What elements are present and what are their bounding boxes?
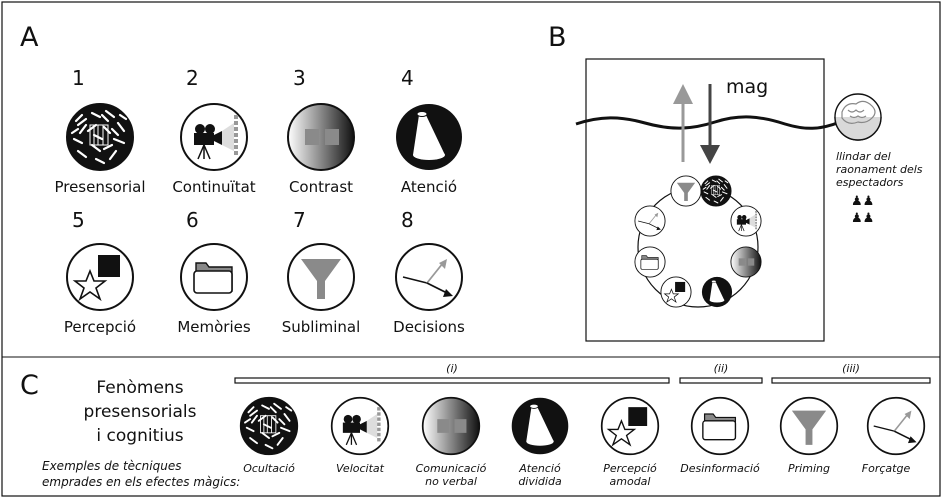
threshold-wave — [575, 115, 841, 130]
technique-1: Ocultació — [214, 462, 324, 475]
examples-caption: Exemples de tècniques emprades en els ef… — [42, 458, 240, 490]
technique-7-line-1: Priming — [788, 462, 830, 475]
bracket-iii — [771, 377, 931, 384]
desinformacio-icon — [690, 396, 750, 456]
ring-atencio-icon — [701, 276, 733, 308]
technique-4: Atenció dividida — [485, 462, 595, 488]
group-ii-label: (ii) — [713, 362, 729, 375]
item-7-label: Subliminal — [281, 318, 361, 336]
threshold-label: llindar del raonament dels espectadors — [836, 150, 923, 189]
heading-line-3: i cognitius — [96, 426, 184, 446]
technique-6-line-1: Desinformació — [680, 462, 760, 475]
threshold-line-3: espectadors — [836, 176, 904, 189]
technique-5-line-1: Percepció — [603, 462, 657, 475]
priming-icon — [779, 396, 839, 456]
technique-5: Percepció amodal — [575, 462, 685, 488]
item-8-label: Decisions — [393, 318, 465, 336]
memories-icon — [180, 243, 248, 311]
panel-b-letter: B — [548, 22, 567, 53]
technique-8: Forçatge — [831, 462, 941, 475]
contrast-icon — [287, 103, 355, 171]
subliminal-icon — [287, 243, 355, 311]
panel-c-icons — [239, 396, 926, 456]
atencio-icon — [395, 103, 463, 171]
item-2-label: Continuïtat — [172, 178, 256, 196]
technique-3: Comunicació no verbal — [396, 462, 506, 488]
ring-decisions-icon — [634, 205, 666, 237]
technique-2-line-1: Velocitat — [336, 462, 384, 475]
item-6-label: Memòries — [177, 318, 251, 336]
ring-subliminal-icon — [670, 175, 702, 207]
examples-line-1: Exemples de tècniques — [42, 459, 182, 473]
panel-a-icons — [65, 102, 463, 311]
technique-3-line-1: Comunicació — [415, 462, 487, 475]
ring-memories-icon — [634, 246, 666, 278]
item-3-number: 3 — [293, 66, 306, 90]
group-i-label: (i) — [446, 362, 458, 375]
continuitat-icon — [180, 103, 248, 171]
technique-6: Desinformació — [665, 462, 775, 475]
heading-line-1: Fenòmens — [96, 378, 184, 398]
spectators-icon-row-2: ♟♟ — [851, 211, 875, 226]
atencio-dividida-icon — [511, 397, 569, 455]
item-5-label: Percepció — [63, 318, 137, 336]
comunicacio-icon — [421, 396, 481, 456]
item-5-number: 5 — [72, 208, 85, 232]
velocitat-icon — [330, 396, 390, 456]
ocultacio-icon — [239, 396, 299, 456]
group-iii-label: (iii) — [842, 362, 860, 375]
panel-c-heading: Fenòmens presensorials i cognitius — [80, 376, 200, 448]
bracket-i — [234, 377, 670, 384]
decisions-icon — [395, 243, 463, 311]
ring-presensorial-icon — [700, 175, 732, 207]
percepcio-amodal-icon — [600, 396, 660, 456]
item-1-label: Presensorial — [54, 178, 146, 196]
technique-5-line-2: amodal — [609, 475, 651, 488]
presensorial-icon — [65, 102, 135, 172]
item-1-number: 1 — [72, 66, 85, 90]
item-2-number: 2 — [186, 66, 199, 90]
item-8-number: 8 — [401, 208, 414, 232]
forcatge-icon — [866, 396, 926, 456]
technique-7: Priming — [754, 462, 864, 475]
ring-percepcio-icon — [660, 276, 692, 308]
technique-4-line-1: Atenció — [519, 462, 561, 475]
mag-label: mag — [726, 76, 769, 98]
bracket-ii — [679, 377, 763, 384]
panel-a-letter: A — [20, 22, 39, 53]
examples-line-2: emprades en els efectes màgics: — [42, 475, 241, 489]
threshold-line-1: llindar del — [836, 150, 891, 163]
technique-3-line-2: no verbal — [425, 475, 477, 488]
ring-continuitat-icon — [730, 205, 762, 237]
panel-b-graphic — [575, 58, 882, 342]
item-4-number: 4 — [401, 66, 414, 90]
threshold-line-2: raonament dels — [836, 163, 923, 176]
heading-line-2: presensorials — [83, 402, 197, 422]
spectators-icon-row-1: ♟♟ — [851, 194, 875, 209]
percepcio-icon — [66, 243, 134, 311]
technique-1-line-1: Ocultació — [243, 462, 295, 475]
item-4-label: Atenció — [400, 178, 458, 196]
technique-8-line-1: Forçatge — [861, 462, 911, 475]
item-3-label: Contrast — [288, 178, 354, 196]
panel-c-brackets — [234, 377, 931, 384]
item-6-number: 6 — [186, 208, 199, 232]
technique-4-line-2: dividida — [518, 475, 562, 488]
item-7-number: 7 — [293, 208, 306, 232]
technique-2: Velocitat — [305, 462, 415, 475]
ring-contrast-icon — [730, 246, 762, 278]
panel-c-letter: C — [20, 370, 39, 401]
